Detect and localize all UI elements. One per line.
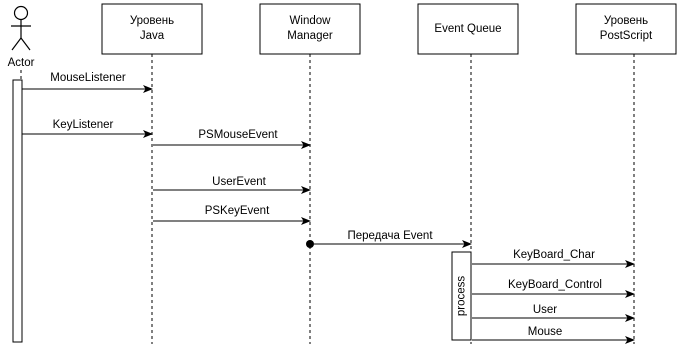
participant-event-queue: Event Queue	[417, 3, 519, 55]
message-keyboard-char: KeyBoard_Char	[472, 247, 635, 268]
message-keylistener: KeyListener	[22, 117, 153, 138]
message-psmouseevent: PSMouseEvent	[153, 127, 311, 149]
message-label-peredacha-event: Передача Event	[347, 230, 433, 242]
participant-postscript: Уровень PostScript	[575, 3, 677, 55]
participant-wm-line-2: Manager	[287, 30, 333, 42]
message-label-pskeyevent: PSKeyEvent	[205, 205, 270, 217]
message-label-userevent: UserEvent	[212, 176, 266, 188]
participant-ps-line-1: Уровень	[604, 15, 648, 27]
message-label-keyboard-char: KeyBoard_Char	[513, 249, 595, 261]
participant-java-line-2: Java	[140, 30, 165, 42]
message-keyboard-control: KeyBoard_Control	[472, 277, 635, 298]
process-activation-box: process	[451, 251, 472, 341]
participant-java: Уровень Java	[101, 3, 203, 55]
message-peredacha-event: Передача Event	[306, 228, 472, 248]
message-label-keylistener: KeyListener	[53, 119, 114, 131]
participant-wm-line-1: Window	[290, 15, 332, 27]
message-pskeyevent: PSKeyEvent	[153, 203, 311, 225]
participant-java-line-1: Уровень	[130, 15, 174, 27]
message-user: User	[472, 302, 635, 322]
actor-figure	[11, 5, 31, 51]
message-label-mouselistener: MouseListener	[50, 72, 126, 84]
process-label: process	[456, 276, 468, 317]
message-mouse: Mouse	[472, 324, 635, 344]
message-start-dot	[306, 240, 314, 248]
message-userevent: UserEvent	[153, 174, 311, 194]
actor-label: Actor	[8, 57, 35, 69]
participant-ps-line-2: PostScript	[600, 30, 653, 42]
message-label-psmouseevent: PSMouseEvent	[198, 129, 278, 141]
participant-eq-line-1: Event Queue	[434, 23, 501, 35]
message-mouselistener: MouseListener	[22, 70, 153, 93]
participant-window-manager: Window Manager	[259, 3, 361, 55]
message-label-mouse: Mouse	[528, 326, 563, 338]
message-label-user: User	[533, 304, 557, 316]
actor-activation-bar	[12, 79, 23, 343]
message-label-keyboard-control: KeyBoard_Control	[508, 279, 602, 291]
